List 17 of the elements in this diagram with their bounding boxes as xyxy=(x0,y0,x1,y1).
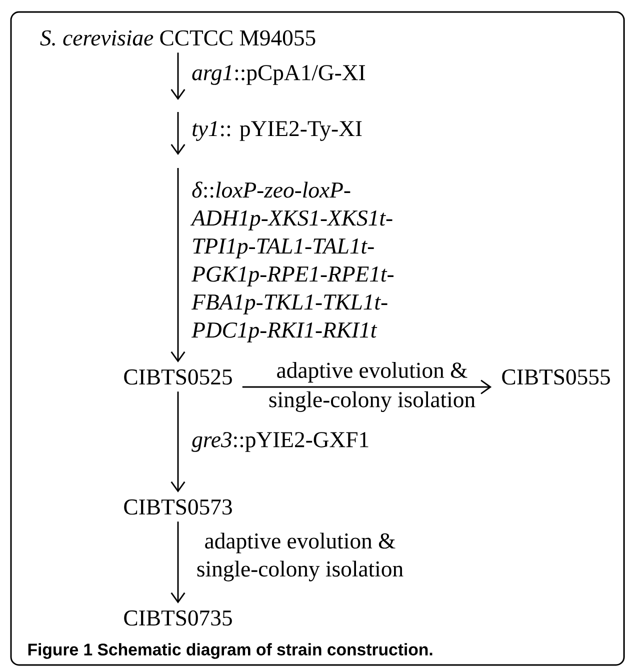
strain-name: CIBTS0525 xyxy=(124,369,232,385)
arrow xyxy=(170,392,186,492)
strain-name: CIBTS0735 xyxy=(124,610,232,626)
arrow xyxy=(170,168,186,362)
strain-name: S. cerevisiae CCTCC M94055 xyxy=(40,30,316,46)
edge-label: arg1::pCpA1/G-XI xyxy=(192,65,365,85)
edge-label: adaptive evolution & single-colony isolation xyxy=(197,532,404,582)
step-label: ty1:: pYIE2-Ty-XI xyxy=(192,121,362,141)
edge-label: adaptive evolution & single-colony isolation xyxy=(269,362,476,412)
edge-label: gre3::pYIE2-GXF1 xyxy=(192,432,368,452)
strain-name: CIBTS0573 xyxy=(124,499,232,515)
arrow xyxy=(170,522,186,604)
strain-name: CIBTS0555 xyxy=(502,369,610,385)
figure-caption: Figure 1 Schematic diagram of strain construction. xyxy=(28,643,432,659)
arrow xyxy=(242,380,492,394)
arrow xyxy=(170,52,186,100)
edge-label: δ::loxP-zeo-loxP- ADH1p-XKS1-XKS1t- TPI1p-TAL1-TAL1t- PGK1p-RPE1-RPE1t- FBA1p-TKL1-TKL1t- PDC1p-RKI1-RKI1t xyxy=(190,182,394,342)
